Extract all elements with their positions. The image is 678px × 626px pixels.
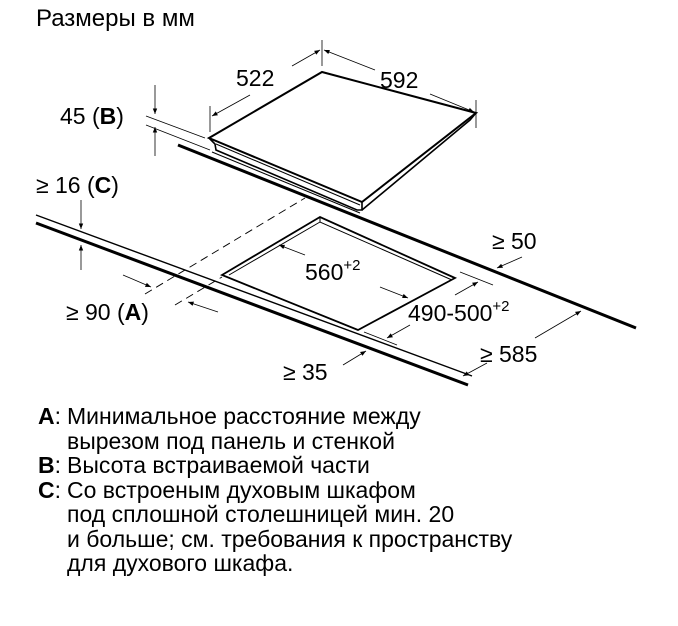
legend-item-c: C: Со встроеным духовым шкафом под сплош… (38, 476, 513, 576)
legend-text: для духового шкафа. (67, 550, 294, 576)
label-back-edge-min: ≥ 50 (492, 228, 537, 254)
dim-built-in-height (145, 85, 211, 156)
dim-front-edge-arrow (342, 350, 367, 366)
legend-text: и больше; см. требования к пространству (67, 525, 513, 552)
legend-item-b: B: Высота встраиваемой части (38, 452, 370, 478)
legend-text: под сплошной столешницей мин. 20 (67, 501, 455, 527)
label-cutout-depth: 490-500+2 (408, 298, 510, 326)
dim-counter-depth (462, 310, 582, 377)
countertop-back-edge-top (211, 151, 361, 214)
dashed-alignment (144, 197, 306, 306)
legend-text: Со встроеным духовым шкафом (67, 476, 416, 503)
page-title: Размеры в мм (36, 5, 195, 32)
countertop-front-edge (35, 214, 473, 387)
legend-item-a: A: Минимальное расстояние между вырезом … (38, 403, 421, 454)
legend-key: C (38, 476, 55, 503)
label-counter-thickness: ≥ 16 (C) (36, 172, 119, 198)
label-cutout-width: 560+2 (305, 257, 360, 285)
label-hob-depth: 522 (236, 65, 274, 91)
legend-text: Минимальное расстояние между (67, 403, 421, 429)
label-built-in-height: 45 (B) (60, 103, 124, 129)
dim-wall-distance (122, 274, 219, 313)
label-counter-depth-min: ≥ 585 (480, 341, 537, 367)
label-hob-width: 592 (380, 67, 418, 93)
dim-cutout-depth (363, 271, 494, 346)
dim-cutout-width (278, 244, 409, 299)
label-front-edge-min: ≥ 35 (283, 359, 328, 385)
dim-hob-width (323, 49, 477, 128)
legend-key: A (38, 403, 55, 429)
legend-text: вырезом под панель и стенкой (67, 427, 395, 454)
dim-back-edge-arrow (496, 256, 523, 269)
label-wall-distance: ≥ 90 (A) (66, 299, 149, 325)
countertop-back-edge (177, 143, 637, 330)
legend-key: B (38, 452, 55, 478)
legend-text: Высота встраиваемой части (67, 452, 370, 478)
dim-hob-depth (209, 40, 323, 132)
hob-panel (206, 70, 479, 211)
legend: A: Минимальное расстояние между вырезом … (38, 404, 512, 576)
